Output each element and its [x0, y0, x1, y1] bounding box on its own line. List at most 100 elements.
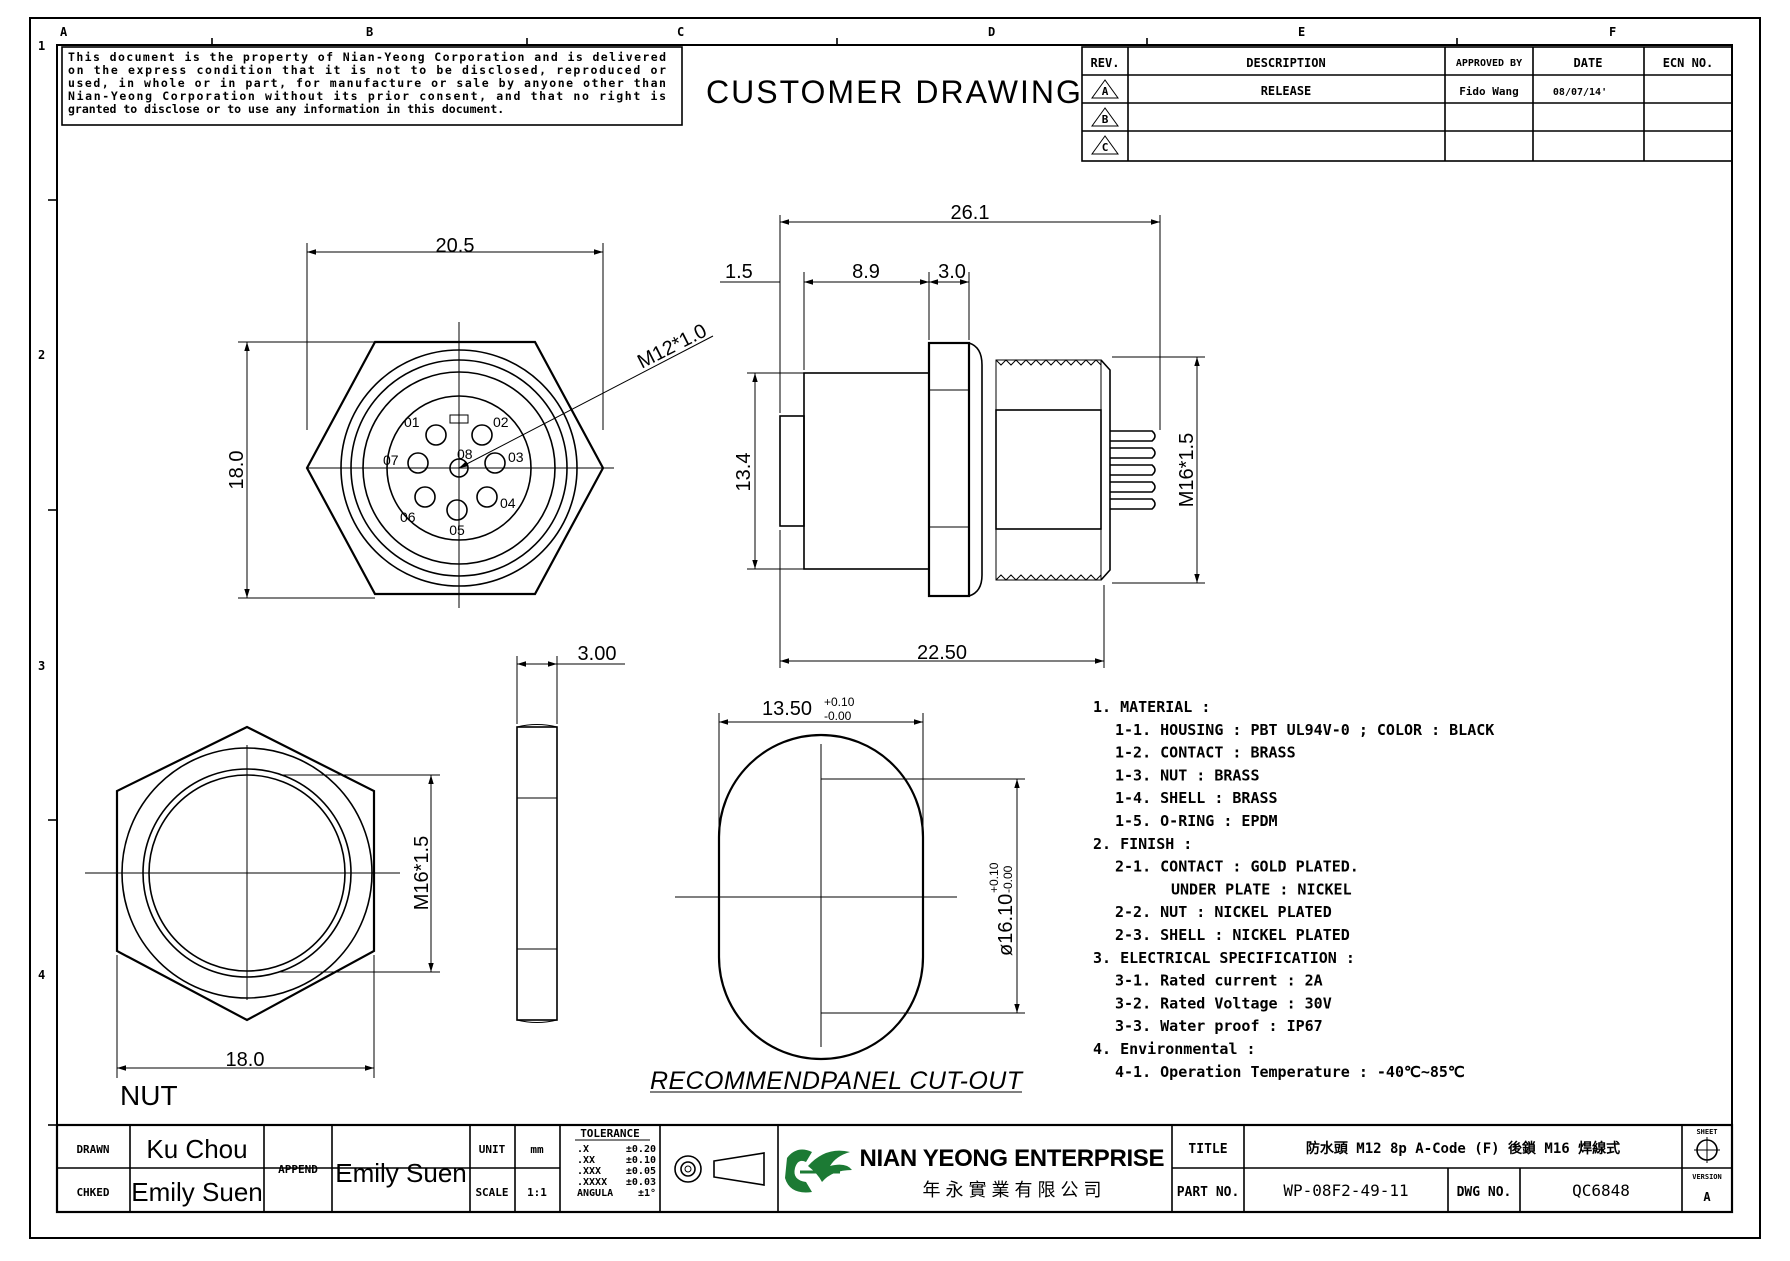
cutout-label: RECOMMENDPANEL CUT-OUT	[650, 1067, 1024, 1095]
scale-value: 1:1	[527, 1186, 547, 1199]
spec-note-line: 2-1. CONTACT : GOLD PLATED.	[1115, 858, 1359, 876]
notice-line-2: on the express condition that it is not …	[68, 63, 666, 77]
pin-label-02: 02	[493, 414, 509, 430]
pin-02	[471, 424, 493, 446]
rev-a-letter: A	[1102, 85, 1109, 98]
dim-cut-width: 13.50	[762, 698, 812, 720]
cutout-outline	[717, 733, 925, 1061]
version-value: A	[1703, 1190, 1711, 1204]
pin-06	[414, 486, 436, 508]
spec-note-line: 2. FINISH :	[1093, 835, 1192, 853]
notice-line-5: granted to disclose or to use any inform…	[68, 102, 504, 116]
zone-col-c: C	[677, 25, 684, 39]
nut-front-view	[85, 725, 440, 1078]
dim-cut-dia-tol-plus: +0.10	[987, 862, 1001, 893]
spec-note-line: 3-1. Rated current : 2A	[1115, 972, 1323, 990]
spec-note-line: 4. Environmental :	[1093, 1040, 1256, 1058]
spec-note-line: 2-3. SHELL : NICKEL PLATED	[1115, 926, 1350, 944]
checked-label: CHKED	[76, 1186, 109, 1199]
tol-v-4: ±1°	[638, 1188, 656, 1199]
spec-note-line: 1. MATERIAL :	[1093, 698, 1210, 716]
rev-b-letter: B	[1102, 113, 1109, 126]
pin-08	[449, 458, 469, 478]
pin-04	[476, 486, 498, 508]
rev-a-description: RELEASE	[1261, 84, 1312, 98]
dim-nut-thread: M16*1.5	[411, 836, 433, 911]
tol-k-3: .XXXX	[577, 1177, 607, 1188]
title-value: 防水頭 M12 8p A-Code (F) 後鎖 M16 焊線式	[1306, 1140, 1620, 1157]
drawn-by: Ku Chou	[146, 1134, 247, 1164]
sheet-label: SHEET	[1696, 1128, 1717, 1136]
notice-line-3: used, in whole or in part, for manufactu…	[68, 76, 666, 90]
dim-front-width: 20.5	[436, 235, 475, 257]
tol-k-1: .XX	[577, 1155, 595, 1166]
rev-header-rev: REV.	[1091, 56, 1120, 70]
notice-line-1: This document is the property of Nian-Ye…	[68, 50, 666, 64]
drawn-label: DRAWN	[76, 1143, 109, 1156]
revision-table	[1081, 46, 1733, 162]
part-no-label: PART NO.	[1177, 1185, 1240, 1200]
zone-col-f: F	[1609, 25, 1616, 39]
spec-note-line: 1-5. O-RING : EPDM	[1115, 812, 1278, 830]
company-chinese: 年 永 實 業 有 限 公 司	[922, 1180, 1101, 1200]
tol-v-1: ±0.10	[626, 1155, 656, 1166]
tol-k-4: ANGULA	[577, 1188, 613, 1199]
side-view	[720, 215, 1205, 668]
spec-note-line: 3. ELECTRICAL SPECIFICATION :	[1093, 949, 1355, 967]
pin-01	[425, 424, 447, 446]
pin-03	[484, 452, 506, 474]
spec-note-line: UNDER PLATE : NICKEL	[1171, 880, 1352, 898]
zone-col-e: E	[1298, 25, 1305, 39]
pin-label-08: 08	[457, 446, 473, 462]
spec-note-line: 1-1. HOUSING : PBT UL94V-0 ; COLOR : BLA…	[1115, 721, 1494, 739]
zone-col-b: B	[366, 25, 373, 39]
dim-thread-callout: M12*1.0	[634, 320, 710, 373]
rev-header-approved: APPROVED BY	[1456, 58, 1522, 69]
spec-notes: 1. MATERIAL : 1-1. HOUSING : PBT UL94V-0 …	[1093, 698, 1494, 1081]
header-title: CUSTOMER DRAWING	[706, 74, 1083, 110]
title-block-grid	[55, 1123, 1734, 1214]
rev-header-ecn: ECN NO.	[1663, 56, 1714, 70]
spec-note-line: 3-2. Rated Voltage : 30V	[1115, 994, 1332, 1012]
dim-side-bottom: 22.50	[917, 642, 967, 664]
tol-k-2: .XXX	[577, 1166, 601, 1177]
spec-note-line: 4-1. Operation Temperature : -40℃~85℃	[1115, 1063, 1465, 1081]
spec-note-line: 1-4. SHELL : BRASS	[1115, 789, 1278, 807]
pin-label-03: 03	[508, 449, 524, 465]
nut-label: NUT	[120, 1080, 178, 1111]
dim-cut-width-tol-plus: +0.10	[824, 695, 855, 709]
unit-label: UNIT	[479, 1143, 506, 1156]
zone-col-a: A	[60, 25, 68, 39]
rev-a-date: 08/07/14'	[1553, 87, 1607, 98]
dim-front-height: 18.0	[226, 451, 248, 490]
nut-side-view	[516, 656, 625, 1023]
rev-header-date: DATE	[1574, 56, 1603, 70]
zone-row-3: 3	[38, 659, 45, 673]
tolerance-title: TOLERANCE	[580, 1127, 640, 1140]
zone-row-2: 2	[38, 348, 45, 362]
rev-a-approved: Fido Wang	[1459, 85, 1519, 98]
dim-nut-width: 18.0	[226, 1049, 265, 1071]
zone-ticks	[48, 38, 1458, 1126]
approved-label: APPEND	[278, 1163, 318, 1176]
tol-k-0: .X	[577, 1144, 589, 1155]
zone-row-1: 1	[38, 39, 45, 53]
dim-side-height: 13.4	[733, 453, 755, 492]
scale-label: SCALE	[475, 1186, 508, 1199]
checked-by: Emily Suen	[131, 1177, 263, 1207]
tol-v-0: ±0.20	[626, 1144, 656, 1155]
dim-side-total: 26.1	[951, 202, 990, 224]
pin-05	[446, 499, 468, 521]
dim-cut-dia: ø16.10	[995, 894, 1017, 956]
pin-label-05: 05	[449, 522, 465, 538]
zone-row-4: 4	[38, 968, 45, 982]
dwg-no-label: DWG NO.	[1457, 1185, 1512, 1200]
dim-side-1: 1.5	[725, 261, 753, 283]
dim-cut-width-tol-minus: -0.00	[824, 709, 852, 723]
pin-07	[407, 452, 429, 474]
zone-col-d: D	[988, 25, 995, 39]
unit-value: mm	[530, 1143, 544, 1156]
tol-v-3: ±0.03	[626, 1177, 656, 1188]
